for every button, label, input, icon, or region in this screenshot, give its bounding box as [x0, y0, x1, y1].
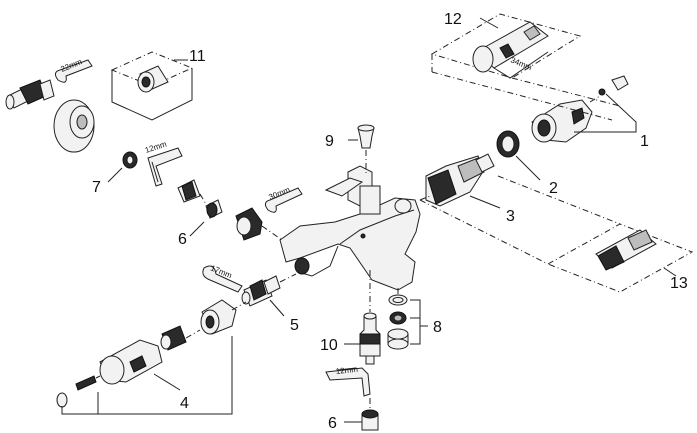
nipple-part-6-bottom	[344, 398, 379, 431]
callout-13: 13	[670, 275, 688, 292]
callout-6-top: 6	[178, 231, 187, 248]
eccentric-union	[5, 79, 55, 110]
callout-3: 3	[506, 208, 515, 225]
hex-key-22mm	[54, 59, 93, 83]
hex-key-12mm-top	[147, 147, 183, 187]
hex-key-12mm-bottom	[325, 367, 371, 397]
hex-key-17mm	[202, 265, 243, 293]
washer-part-7	[107, 151, 138, 183]
nipple-part-6-top	[177, 179, 223, 237]
callout-labels: 1 2 3 4 5 6 6 7 8 9 10 11 12 13	[92, 11, 688, 432]
spare-part-box-13	[419, 175, 694, 293]
callout-12: 12	[444, 11, 462, 28]
callout-8: 8	[433, 319, 442, 336]
callout-5: 5	[290, 317, 299, 334]
thermostat-handle-part-1	[531, 75, 637, 143]
escutcheon-rosette	[53, 99, 95, 153]
mixer-body	[279, 165, 421, 291]
spare-part-box-12	[430, 13, 621, 121]
callout-6-bottom: 6	[328, 415, 337, 432]
spare-part-box-11	[110, 51, 194, 121]
hex-key-30mm	[264, 187, 303, 213]
callout-9: 9	[325, 133, 334, 150]
callout-11: 11	[189, 48, 206, 65]
dim-12mm-bottom: 12mm	[335, 365, 358, 376]
diverter-cartridge-part-10	[344, 270, 381, 365]
flow-handle-part-4	[56, 299, 247, 415]
check-valve-part-5	[241, 273, 297, 317]
callout-1: 1	[640, 133, 649, 150]
seal-set-part-8	[387, 288, 428, 350]
callout-10: 10	[320, 337, 338, 354]
plug-cap-part-9	[348, 124, 375, 176]
callout-4: 4	[180, 395, 189, 412]
locking-ring-part-2	[496, 130, 541, 181]
callout-2: 2	[549, 180, 558, 197]
union-nut	[235, 207, 283, 241]
callout-7: 7	[92, 179, 101, 196]
thermostatic-cartridge-part-3	[419, 153, 501, 209]
